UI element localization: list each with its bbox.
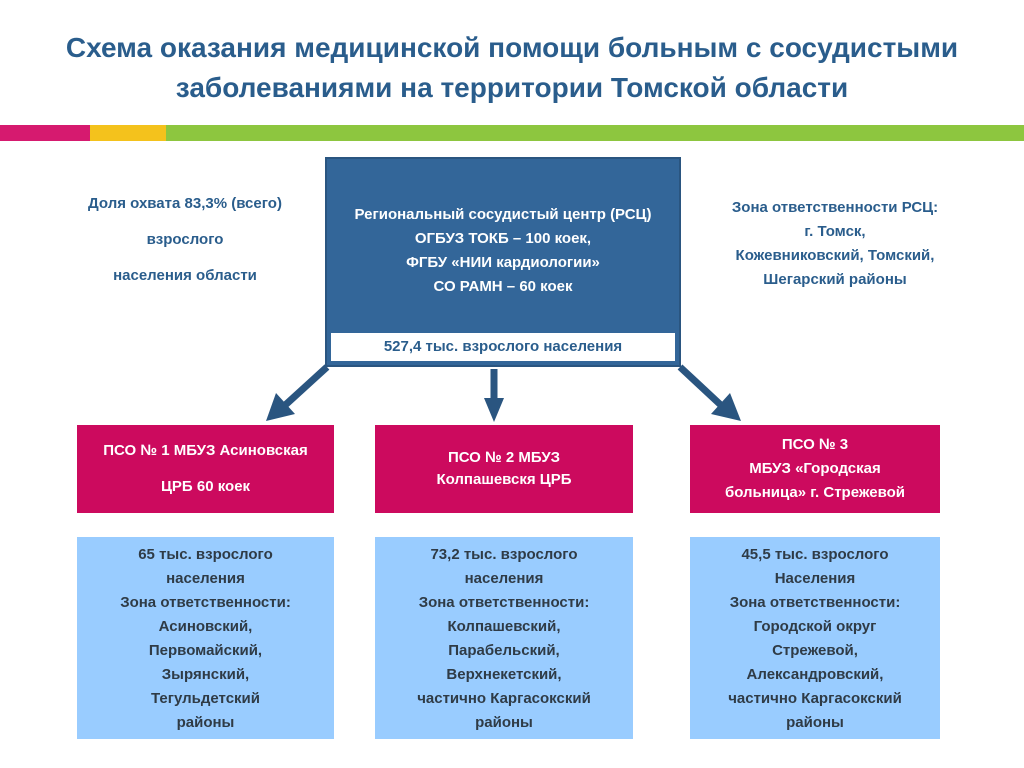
coverage-note: Доля охвата 83,3% (всего) взрослого насе…: [50, 186, 320, 294]
zone-1-line: Зона ответственности:: [120, 594, 291, 611]
slide-title-line-2: заболеваниями на территории Томской обла…: [175, 72, 849, 103]
zone-3-line: 45,5 тыс. взрослого: [741, 546, 889, 563]
regional-center-line-4: СО РАМН – 60 коек: [433, 278, 573, 295]
zone-1-line: Зырянский,: [161, 666, 250, 683]
pso-1-zone-box: 65 тыс. взрослого населения Зона ответст…: [77, 537, 334, 739]
rsc-note-line-2: г. Томск,: [804, 223, 866, 240]
coverage-note-line-1: Доля охвата 83,3% (всего): [88, 195, 282, 212]
arrow-head-pso-1: [266, 393, 295, 421]
slide-title-line-1: Схема оказания медицинской помощи больны…: [65, 32, 959, 63]
pso-1-box: ПСО № 1 МБУЗ Асиновская ЦРБ 60 коек: [77, 425, 334, 513]
zone-1-line: Тегульдетский: [150, 690, 260, 707]
regional-center-population: 527,4 тыс. взрослого населения: [331, 333, 675, 361]
rsc-note-line-3: Кожевниковский, Томский,: [735, 247, 935, 264]
pso-2-line-1: ПСО № 2 МБУЗ: [447, 449, 561, 466]
zone-1-line: районы: [176, 714, 235, 731]
zone-2-line: районы: [475, 714, 533, 731]
regional-center-box: Региональный сосудистый центр (РСЦ) ОГБУ…: [325, 157, 681, 367]
arrow-head-pso-3: [711, 393, 741, 421]
zone-3-line: частично Каргасокский: [728, 690, 902, 707]
coverage-note-line-3: населения области: [113, 267, 257, 284]
rsc-note-line-1: Зона ответственности РСЦ:: [731, 199, 939, 216]
zone-2-line: Верхнекетский,: [446, 666, 562, 683]
pso-2-line-2: Колпашевскя ЦРБ: [436, 471, 572, 488]
zone-1-line: населения: [166, 570, 245, 587]
zone-3-line: районы: [786, 714, 844, 731]
arrow-to-pso-3: [677, 364, 727, 411]
zone-2-line: Парабельский,: [448, 642, 560, 659]
accent-stripe-yellow: [90, 125, 166, 141]
zone-1-line: 65 тыс. взрослого: [138, 546, 273, 563]
zone-2-line: Колпашевский,: [447, 618, 561, 635]
regional-center-line-1: Региональный сосудистый центр (РСЦ): [354, 206, 652, 223]
accent-stripe-green: [166, 125, 1024, 141]
zone-3-line: Стрежевой,: [772, 642, 858, 659]
pso-1-line-1: ПСО № 1 МБУЗ Асиновская: [103, 442, 308, 459]
zone-3-line: Зона ответственности:: [729, 594, 901, 611]
accent-stripe-pink: [0, 125, 90, 141]
zone-2-line: частично Каргасокский: [417, 690, 591, 707]
regional-center-line-2: ОГБУЗ ТОКБ – 100 коек,: [414, 230, 592, 247]
arrow-to-pso-1: [279, 364, 330, 411]
pso-3-line-3: больница» г. Стрежевой: [724, 484, 906, 501]
zone-1-line: Асиновский,: [158, 618, 253, 635]
zone-2-line: населения: [464, 570, 544, 587]
arrow-head-pso-2: [484, 398, 504, 422]
pso-3-box: ПСО № 3 МБУЗ «Городская больница» г. Стр…: [690, 425, 940, 513]
pso-2-box: ПСО № 2 МБУЗ Колпашевскя ЦРБ: [375, 425, 633, 513]
zone-3-line: Александровский,: [746, 666, 884, 683]
pso-3-zone-box: 45,5 тыс. взрослого Населения Зона ответ…: [690, 537, 940, 739]
coverage-note-line-2: взрослого: [146, 231, 224, 248]
rsc-note-line-4: Шегарский районы: [763, 271, 907, 288]
pso-3-line-2: МБУЗ «Городская: [749, 460, 881, 477]
pso-3-line-1: ПСО № 3: [781, 436, 849, 453]
pso-1-line-2: ЦРБ 60 коек: [160, 478, 251, 495]
zone-2-line: Зона ответственности:: [418, 594, 590, 611]
zone-1-line: Первомайский,: [148, 642, 263, 659]
zone-3-line: Городской округ: [753, 618, 877, 635]
zone-3-line: Населения: [774, 570, 856, 587]
zone-2-line: 73,2 тыс. взрослого: [430, 546, 578, 563]
slide-title: Схема оказания медицинской помощи больны…: [0, 28, 1024, 108]
regional-center-line-3: ФГБУ «НИИ кардиологии»: [406, 254, 600, 271]
pso-2-zone-box: 73,2 тыс. взрослого населения Зона ответ…: [375, 537, 633, 739]
rsc-responsibility-note: Зона ответственности РСЦ: г. Томск, Коже…: [690, 196, 980, 292]
regional-center-text: Региональный сосудистый центр (РСЦ) ОГБУ…: [327, 203, 679, 299]
